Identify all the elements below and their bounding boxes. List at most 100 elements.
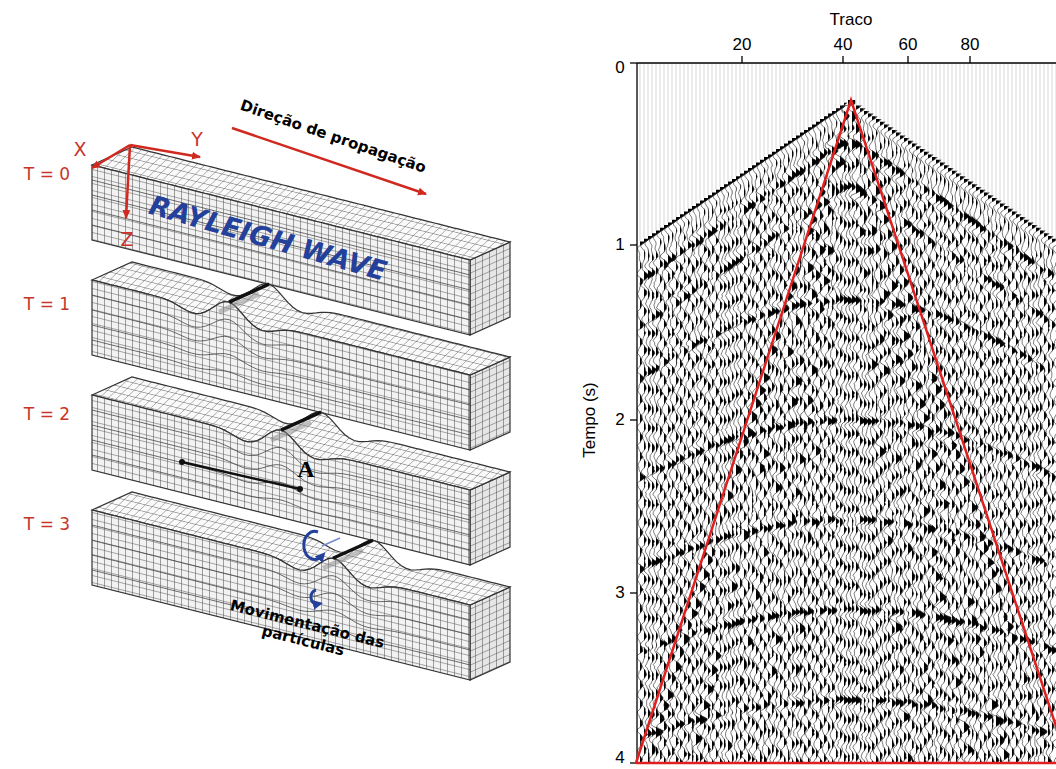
trace-wiggle bbox=[1028, 225, 1037, 763]
trace-line bbox=[1040, 63, 1041, 231]
trace-line bbox=[852, 63, 853, 103]
tick-label: 60 bbox=[899, 35, 918, 55]
wave-shade bbox=[271, 422, 311, 440]
trace-line bbox=[1024, 63, 1025, 220]
trace-line bbox=[704, 63, 705, 198]
trace-line bbox=[1036, 63, 1037, 228]
time-step: T = 3 bbox=[24, 515, 70, 535]
axis-title: Tempo (s) bbox=[580, 382, 600, 458]
trace-wiggle bbox=[676, 214, 685, 763]
trace-line bbox=[732, 63, 733, 179]
trace-line bbox=[752, 63, 753, 165]
trace-line bbox=[964, 63, 965, 179]
trace-line bbox=[1052, 63, 1053, 239]
trace-line bbox=[908, 63, 909, 141]
trace-line bbox=[844, 63, 845, 103]
trace-line bbox=[728, 63, 729, 182]
trace-line bbox=[840, 63, 841, 105]
tick-label: 4 bbox=[615, 748, 624, 768]
trace-line bbox=[664, 63, 665, 225]
trace-line bbox=[760, 63, 761, 160]
trace-line bbox=[860, 63, 861, 108]
trace-line bbox=[972, 63, 973, 184]
trace-line bbox=[724, 63, 725, 184]
trace-line bbox=[880, 63, 881, 122]
trace-line bbox=[656, 63, 657, 231]
trace-line bbox=[1004, 63, 1005, 206]
trace-wiggle bbox=[940, 165, 951, 763]
trace-line bbox=[1020, 63, 1021, 217]
trace-line bbox=[796, 63, 797, 135]
trace-line bbox=[864, 63, 865, 111]
trace-line bbox=[688, 63, 689, 209]
trace-wiggle bbox=[1017, 217, 1025, 763]
trace-line bbox=[820, 63, 821, 119]
trace-line bbox=[1044, 63, 1045, 233]
trace-line bbox=[764, 63, 765, 157]
trace-line bbox=[836, 63, 837, 108]
direction-label: Direção de propagação bbox=[238, 97, 428, 177]
trace-line bbox=[788, 63, 789, 141]
trace-line bbox=[684, 63, 685, 212]
trace-line bbox=[872, 63, 873, 116]
red-triangle bbox=[636, 100, 1056, 763]
trace-wiggle bbox=[668, 220, 678, 763]
trace-line bbox=[668, 63, 669, 222]
particle-motion bbox=[304, 531, 340, 604]
time-step: T = 2 bbox=[24, 405, 70, 425]
trace-wiggle bbox=[1024, 222, 1033, 763]
trace-line bbox=[800, 63, 801, 133]
wave-shade bbox=[323, 550, 363, 568]
trace-line bbox=[744, 63, 745, 171]
rayleigh-blocks bbox=[92, 147, 510, 680]
trace-line bbox=[940, 63, 941, 163]
trace-wiggle bbox=[743, 168, 754, 763]
time-step: T = 1 bbox=[24, 295, 70, 315]
trace-line bbox=[888, 63, 889, 127]
trace-line bbox=[792, 63, 793, 138]
trace-wiggle bbox=[637, 241, 645, 763]
trace-fill bbox=[748, 168, 754, 763]
trace-line bbox=[956, 63, 957, 173]
trace-line bbox=[1000, 63, 1001, 203]
trace-line bbox=[904, 63, 905, 138]
trace-line bbox=[784, 63, 785, 144]
trace-line bbox=[868, 63, 869, 114]
trace-line bbox=[1008, 63, 1009, 209]
trace-line bbox=[932, 63, 933, 157]
trace-line bbox=[916, 63, 917, 146]
trace-line bbox=[912, 63, 913, 144]
trace-line bbox=[692, 63, 693, 206]
trace-line bbox=[884, 63, 885, 124]
trace-line bbox=[960, 63, 961, 176]
trace-line bbox=[928, 63, 929, 154]
trace-line bbox=[700, 63, 701, 201]
trace-line bbox=[780, 63, 781, 146]
trace-line bbox=[892, 63, 893, 130]
trace-line bbox=[876, 63, 877, 119]
axis-label: X bbox=[73, 139, 86, 161]
trace-line bbox=[776, 63, 777, 149]
trace-line bbox=[992, 63, 993, 198]
trace-line bbox=[696, 63, 697, 203]
trace-line bbox=[1016, 63, 1017, 214]
seismogram bbox=[637, 63, 1056, 763]
trace-line bbox=[652, 63, 653, 233]
mesh-line bbox=[92, 525, 470, 620]
plot-frame bbox=[630, 56, 1056, 763]
trace-line bbox=[984, 63, 985, 192]
trace-line bbox=[1012, 63, 1013, 212]
trace-line bbox=[944, 63, 945, 165]
trace-wiggle bbox=[1052, 241, 1056, 763]
mesh-line bbox=[92, 295, 470, 390]
trace-line bbox=[648, 63, 649, 236]
point-label: A bbox=[297, 456, 314, 484]
trace-line bbox=[660, 63, 661, 228]
trace-line bbox=[808, 63, 809, 127]
trace-wiggle bbox=[787, 138, 797, 763]
tick-label: 2 bbox=[615, 410, 624, 430]
trace-line bbox=[676, 63, 677, 217]
trace-wiggle bbox=[736, 173, 745, 763]
trace-line bbox=[672, 63, 673, 220]
